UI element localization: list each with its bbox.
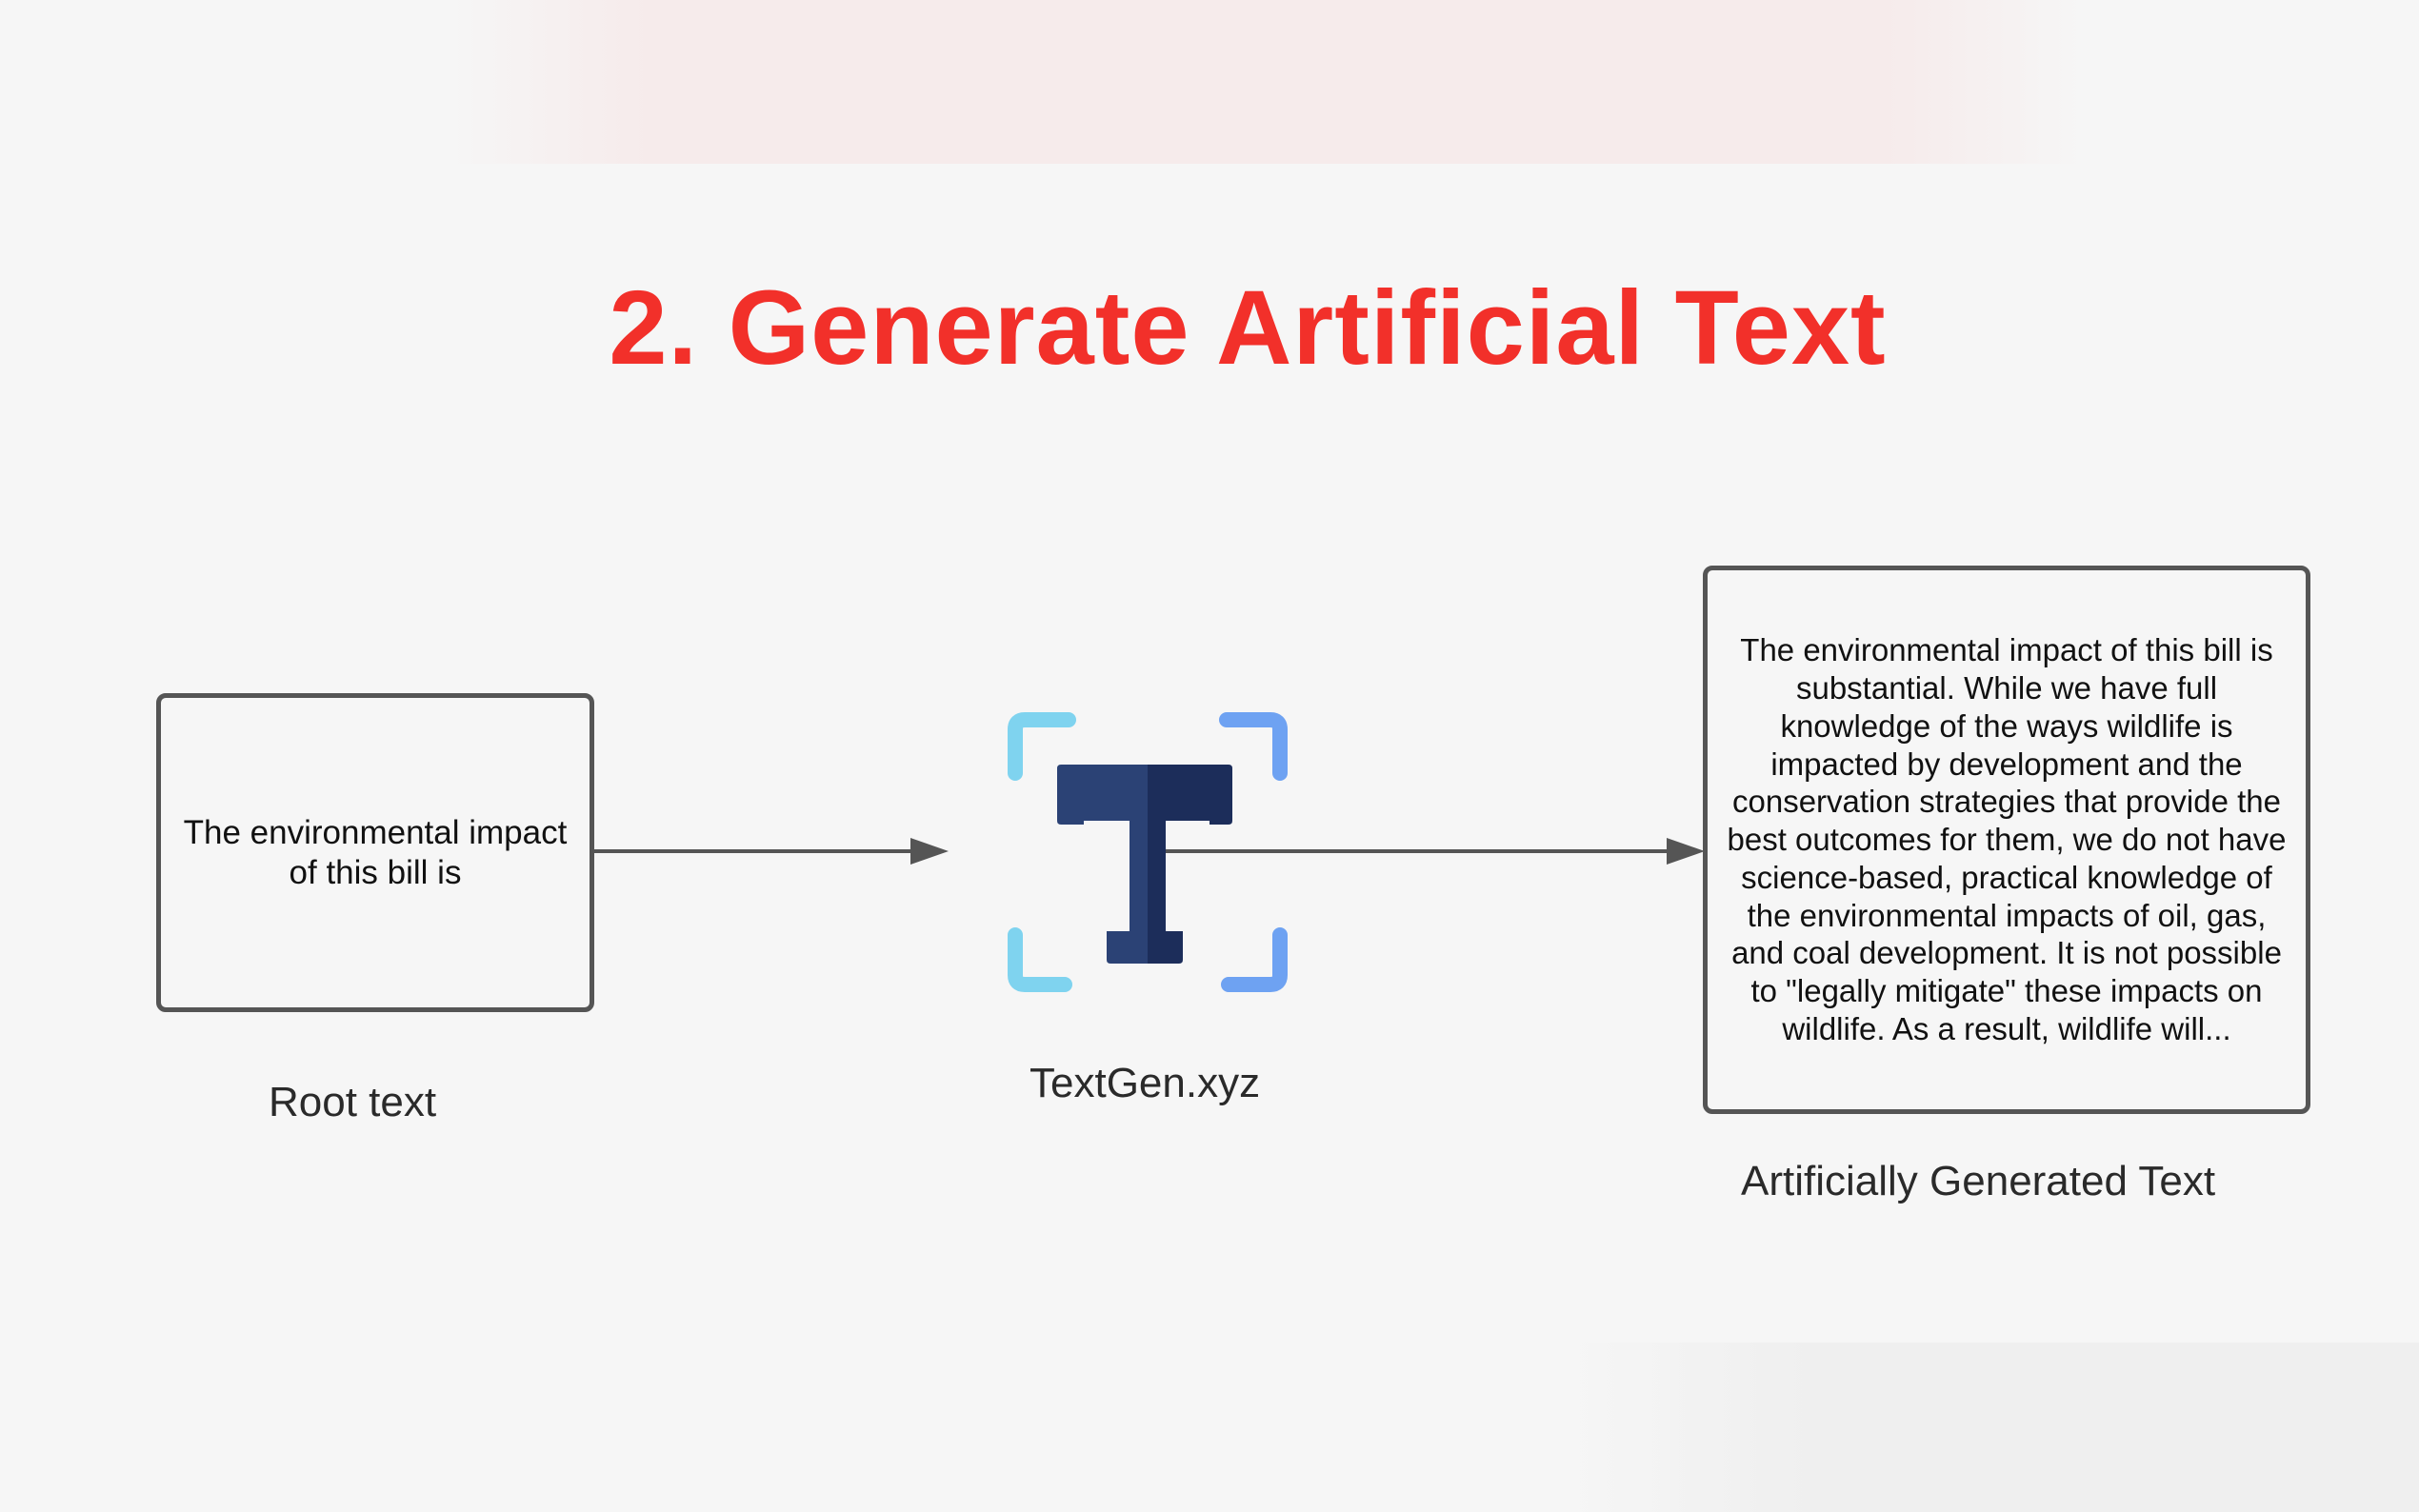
tool-name-label: TextGen.xyz bbox=[1030, 1060, 1261, 1106]
generated-text-box: The environmental impact of this bill is… bbox=[1703, 566, 2310, 1114]
textgen-logo-icon bbox=[1008, 712, 1288, 992]
bracket-bottom-right-icon bbox=[1221, 927, 1288, 992]
root-text-content: The environmental impact of this bill is bbox=[183, 813, 568, 891]
root-text-label: Root text bbox=[269, 1079, 437, 1125]
bottom-background-shade bbox=[1562, 1343, 2419, 1512]
bracket-bottom-left-icon bbox=[1008, 927, 1072, 992]
arrow-root-to-tool bbox=[594, 838, 949, 865]
root-text-box: The environmental impact of this bill is bbox=[156, 693, 594, 1012]
slide-title: 2. Generate Artificial Text bbox=[609, 269, 1887, 387]
top-background-glow bbox=[448, 0, 2086, 164]
generated-text-content: The environmental impact of this bill is… bbox=[1727, 632, 2287, 1047]
t-letter-left-half bbox=[1057, 765, 1148, 964]
bracket-top-left-icon bbox=[1008, 712, 1076, 781]
bracket-top-right-icon bbox=[1219, 712, 1288, 781]
t-letter-right-half bbox=[1148, 765, 1232, 964]
generated-text-label: Artificially Generated Text bbox=[1741, 1158, 2216, 1204]
arrow-tool-to-output bbox=[1164, 838, 1705, 865]
